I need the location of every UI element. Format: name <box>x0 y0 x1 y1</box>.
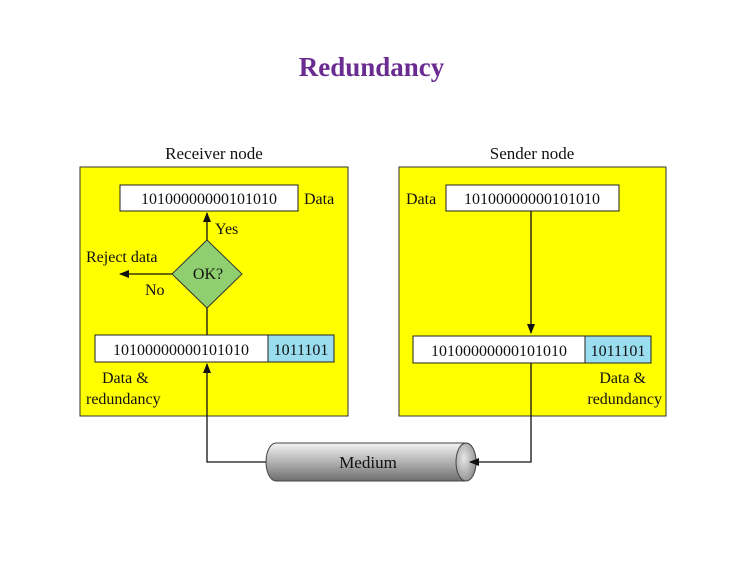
sender-frame-data-box <box>412 335 586 364</box>
receiver-data-bits: 10100000000101010 <box>141 191 277 208</box>
receiver-frame-data-bits: 10100000000101010 <box>113 342 249 359</box>
medium-cylinder <box>265 442 477 482</box>
medium-label: Medium <box>339 453 397 472</box>
sender-data-box <box>445 184 620 212</box>
reject-data-label: Reject data <box>86 249 158 266</box>
sender-frame-data-bits: 10100000000101010 <box>431 343 567 360</box>
ok-decision-label: OK? <box>193 266 223 283</box>
receiver-frame-label-line2: redundancy <box>86 391 161 408</box>
receiver-data-label: Data <box>304 191 334 208</box>
receiver-frame-data-box <box>94 334 269 363</box>
receiver-frame-label-line1: Data & <box>102 370 149 387</box>
sender-frame-label-line2: redundancy <box>587 391 662 408</box>
receiver-frame-redundancy-bits: 1011101 <box>274 342 329 359</box>
page-title: Redundancy <box>298 52 445 82</box>
medium-to-receiver-line <box>203 363 266 463</box>
no-label: No <box>145 282 165 299</box>
sender-frame-redundancy-bits: 1011101 <box>591 343 646 360</box>
sender-data-label: Data <box>406 191 436 208</box>
sender-frame-label-line1: Data & <box>599 370 646 387</box>
receiver-frame-redundancy-box <box>267 334 335 363</box>
sender-to-medium-line <box>469 363 532 466</box>
receiver-node-header: Receiver node <box>165 144 263 163</box>
yes-label: Yes <box>215 221 238 238</box>
sender-node-header: Sender node <box>490 144 575 163</box>
sender-frame-redundancy-box <box>584 335 652 364</box>
sender-data-bits: 10100000000101010 <box>464 191 600 208</box>
receiver-data-box <box>119 184 299 212</box>
